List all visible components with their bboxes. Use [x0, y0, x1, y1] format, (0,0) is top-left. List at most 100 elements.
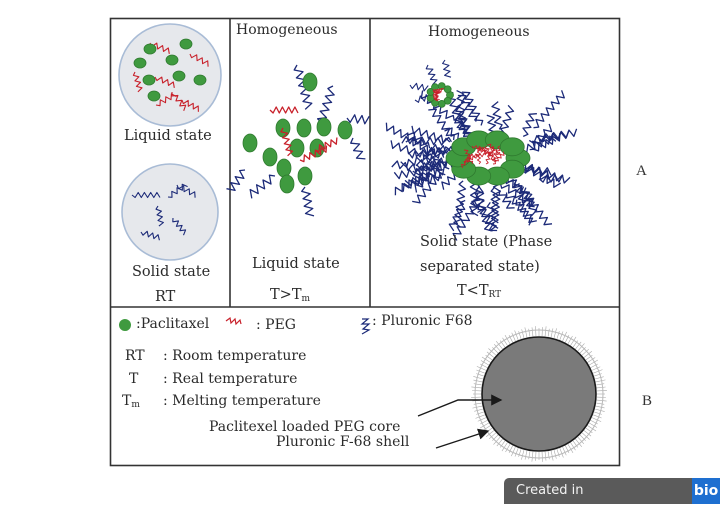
shell-chain: [525, 451, 527, 460]
shell-chain: [596, 403, 604, 404]
shell-chain: [551, 328, 553, 337]
shell-chain: [529, 329, 530, 337]
paclitaxel-particle: [134, 58, 146, 68]
paclitaxel-particle: [280, 175, 294, 193]
shell-chain: [596, 380, 606, 382]
paclitaxel-particle: [297, 119, 311, 137]
abbr-term: T: [122, 393, 131, 409]
shell-chain: [542, 452, 543, 462]
shell-chain: [471, 387, 481, 388]
abbr-term: RT: [125, 348, 163, 364]
paclitaxel-particle: [298, 167, 312, 185]
shell-chain: [472, 406, 482, 408]
watermark-brand: BioRender.com: [516, 509, 625, 524]
biorender-logo-icon: bio: [692, 478, 720, 504]
paclitaxel-particle: [143, 75, 155, 85]
condition-main: T<T: [457, 283, 489, 299]
peg-chain: [270, 107, 298, 113]
paclitaxel-particle: [263, 148, 277, 166]
paclitaxel-particle: [166, 55, 178, 65]
shell-chain: [593, 370, 602, 374]
small-micelle: [427, 83, 453, 108]
pluronic-chain: [351, 138, 366, 159]
shell-chain: [521, 450, 524, 460]
shell-chain: [548, 329, 549, 337]
rt-less-condition-label: T<TRT: [457, 283, 501, 300]
shell-chain: [532, 327, 533, 336]
liquid-state-label-col1: Liquid state: [124, 128, 212, 144]
paclitaxel-particle: [277, 159, 291, 177]
shell-chain: [560, 331, 563, 339]
solid-state-label-col1: Solid state: [132, 264, 210, 280]
shell-chain: [551, 451, 553, 461]
liquid-state-cluster: [227, 65, 370, 216]
pluronic-chain: [347, 115, 369, 124]
liquid-state-label-col2: Liquid state: [252, 256, 340, 272]
shell-chain: [492, 347, 498, 353]
paclitaxel-particle: [173, 71, 185, 81]
rt-condition-label: RT: [155, 289, 175, 305]
shell-chain: [473, 376, 483, 379]
shell-chain: [474, 384, 482, 385]
legend-paclitaxel-label: :Paclitaxel: [136, 316, 209, 332]
panel-a-label: A: [636, 163, 647, 180]
pluronic-legend-icon: [362, 319, 369, 334]
pluronic-chain: [534, 90, 565, 127]
shell-chain: [554, 450, 556, 459]
solid-state-label-col3-line1: Solid state (Phase: [420, 234, 552, 250]
paclitaxel-particle: [438, 100, 445, 107]
shell-chain: [548, 451, 549, 459]
shell-chain: [525, 327, 527, 337]
solid-state-droplet: [122, 164, 218, 260]
shell-chain: [545, 452, 546, 461]
shell-chain: [563, 447, 567, 455]
paclitaxel-particle: [338, 121, 352, 139]
paclitaxel-particle: [180, 39, 192, 49]
watermark-text: Created in BioRender.com: [504, 478, 692, 504]
shell-chain: [535, 326, 536, 336]
peg-legend-icon: [226, 318, 241, 324]
paclitaxel-particle: [303, 73, 317, 91]
condition-main: T>T: [270, 287, 302, 303]
pluronic-chain: [443, 60, 451, 77]
shell-chain: [592, 367, 600, 371]
abbr-term-sub: m: [131, 400, 140, 410]
condition-sub: RT: [489, 290, 502, 300]
panel-b-label: B: [642, 393, 652, 410]
paclitaxel-legend-icon: [119, 319, 131, 331]
shell-chain: [560, 448, 564, 457]
shell-chain: [492, 435, 498, 441]
abbr-row: Tm: Melting temperature: [122, 393, 321, 410]
pluronic-chain: [302, 187, 314, 216]
micelle-core: [446, 131, 530, 185]
homogeneous-header-col2: Homogeneous: [236, 22, 338, 38]
shell-chain: [529, 451, 530, 459]
condition-sub: m: [302, 294, 311, 304]
shell-chain: [595, 377, 604, 379]
abbr-desc: : Room temperature: [163, 348, 306, 364]
abbr-row: T: Real temperature: [125, 371, 297, 387]
legend-pluronic-label: : Pluronic F68: [372, 313, 473, 329]
shell-chain: [476, 415, 485, 419]
shell-chain: [580, 435, 586, 441]
pluronic-chain: [426, 65, 437, 85]
shell-chain: [515, 331, 519, 340]
pluronic-chain: [523, 114, 537, 137]
core-shell-nanoparticle: [471, 326, 607, 462]
phase-separated-micelle: [386, 60, 576, 241]
paclitaxel-particle: [444, 86, 451, 93]
melting-condition-label: T>Tm: [270, 287, 310, 304]
shell-label: Pluronic F-68 shell: [276, 434, 409, 450]
shell-chain: [580, 347, 586, 353]
shell-chain: [478, 418, 486, 422]
abbr-desc: : Real temperature: [163, 371, 297, 387]
shell-chain: [597, 400, 607, 401]
solid-state-label-col3-line2: separated state): [420, 259, 540, 275]
pluronic-chain: [250, 175, 275, 198]
abbr-term: T: [125, 371, 163, 387]
shell-chain: [474, 403, 482, 404]
biorender-watermark[interactable]: Created in BioRender.com bio: [504, 478, 720, 504]
pluronic-chain: [386, 123, 424, 145]
paclitaxel-particle: [317, 118, 331, 136]
paclitaxel-particle: [144, 44, 156, 54]
